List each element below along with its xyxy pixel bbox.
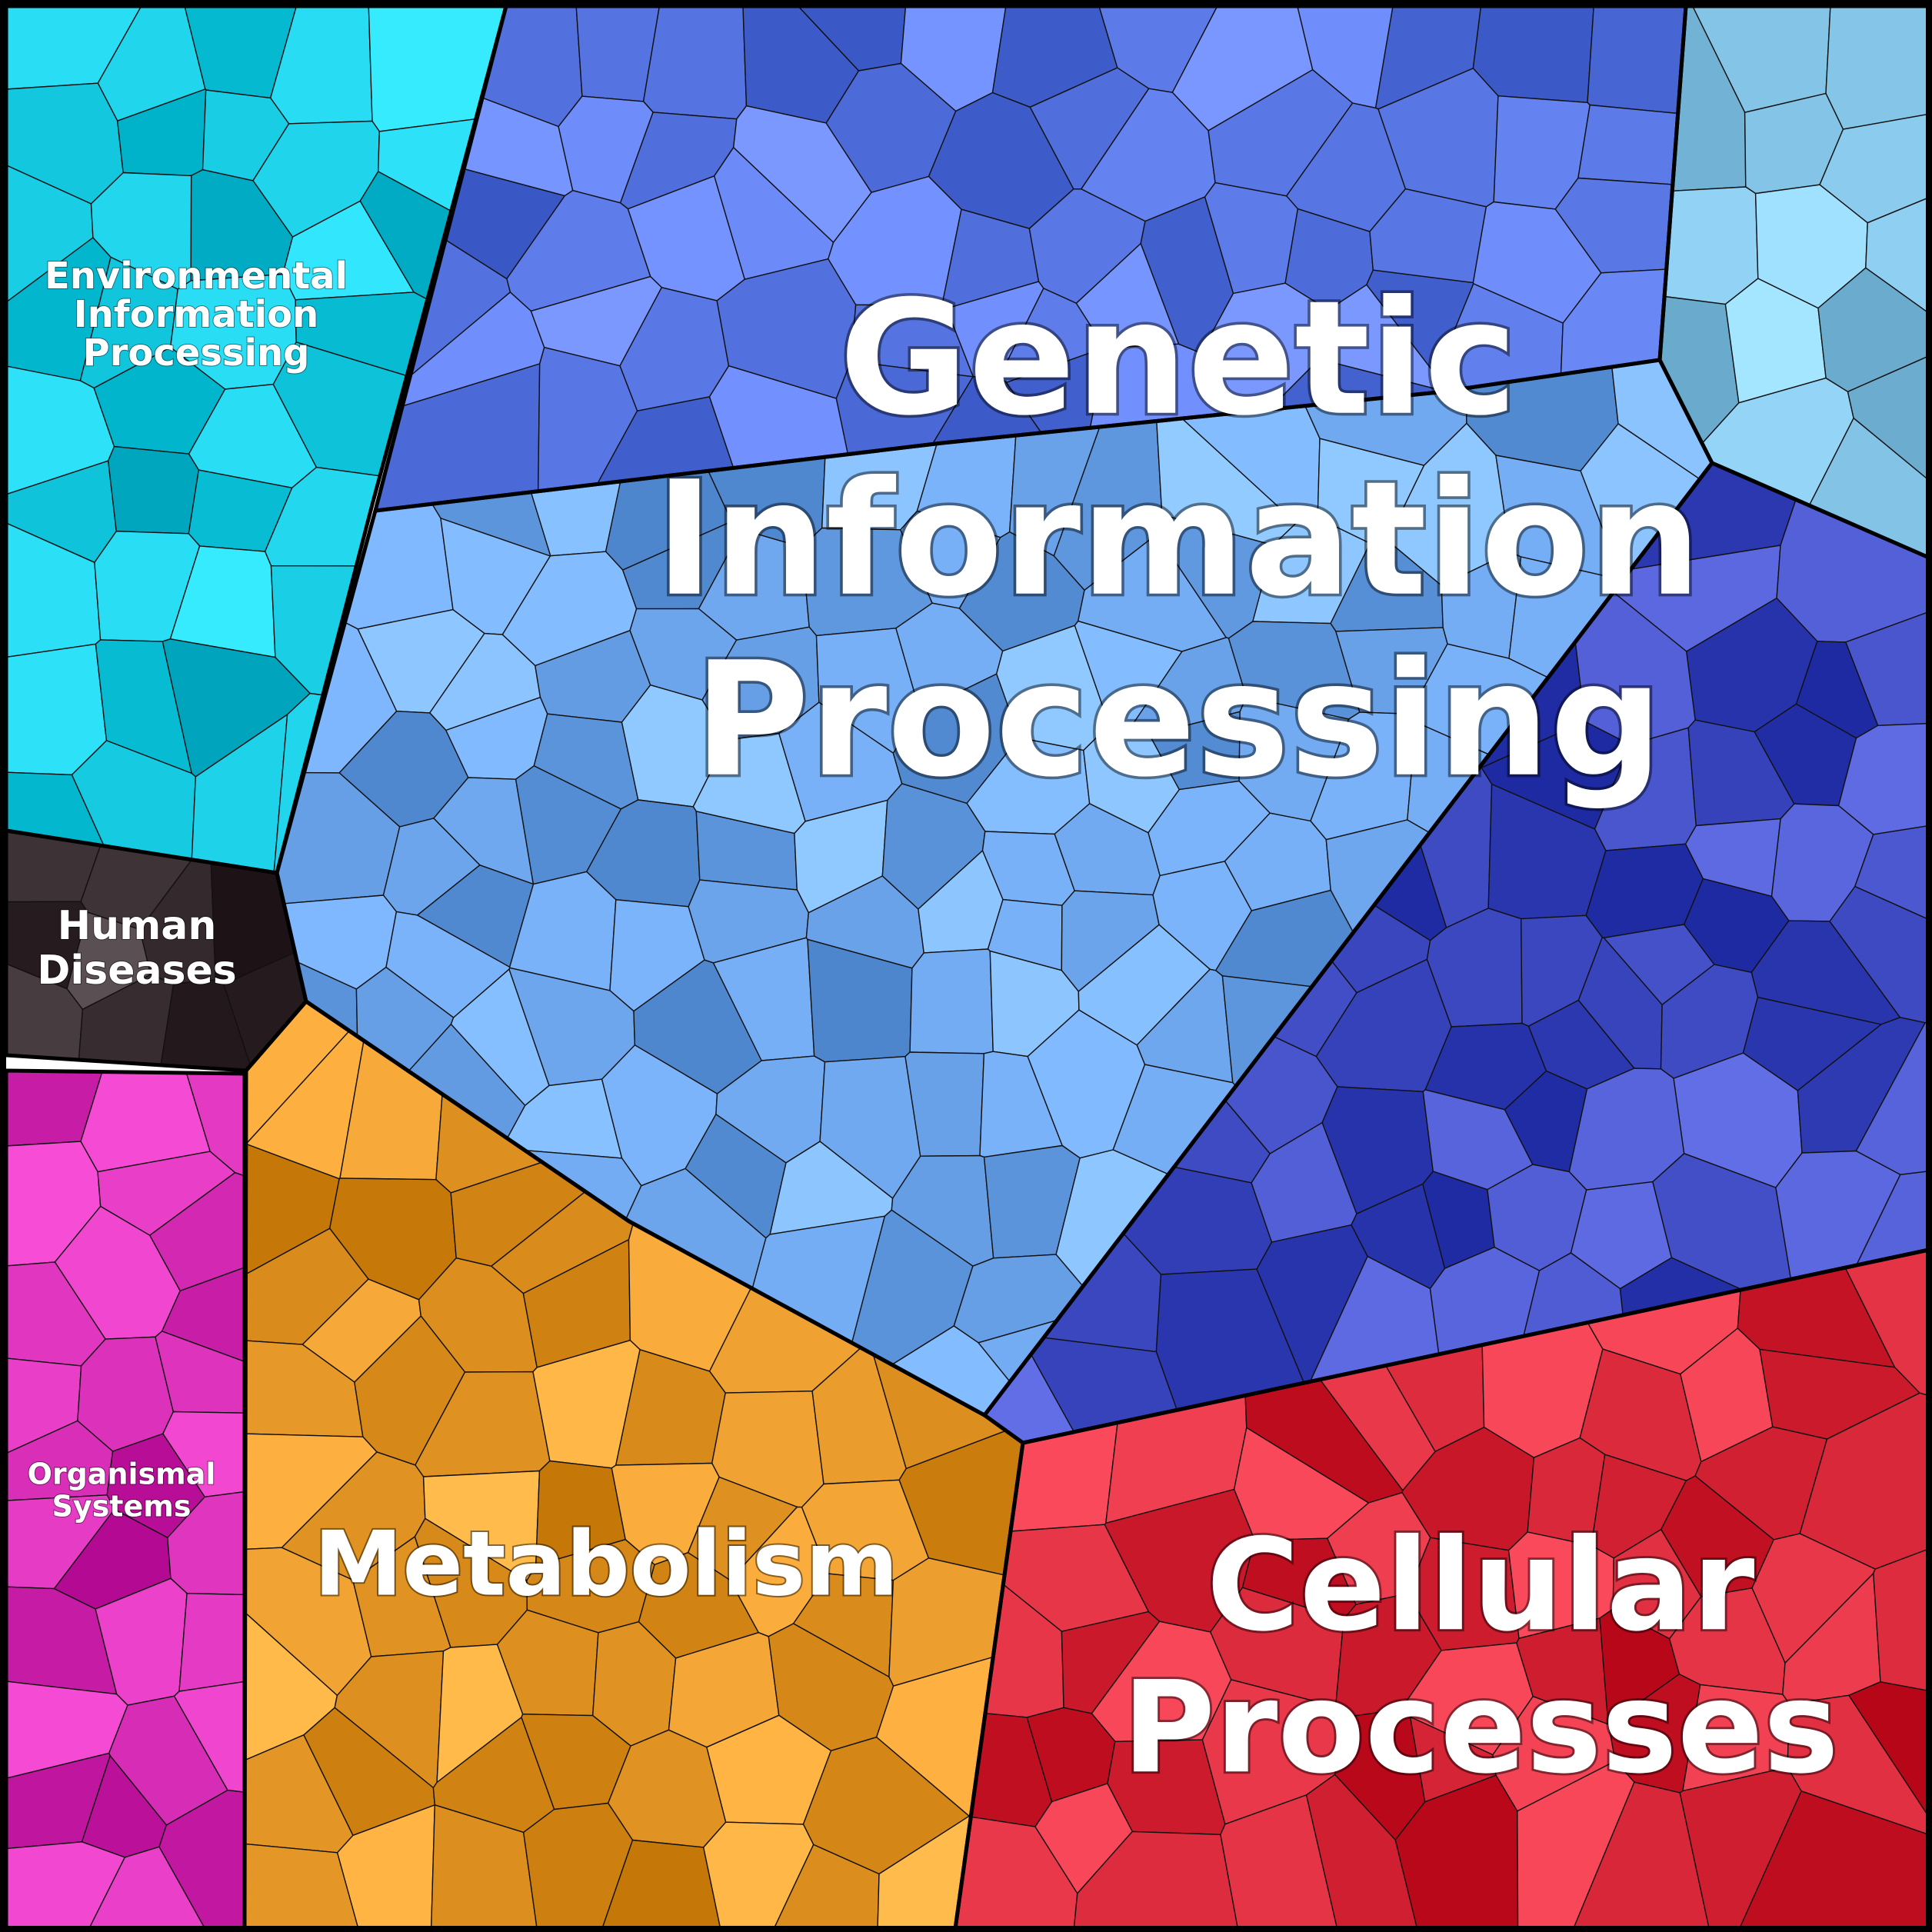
lightblue-cell bbox=[1664, 186, 1759, 305]
gip-label-line: Genetic bbox=[839, 268, 1517, 451]
hd-label-line: Diseases bbox=[37, 948, 236, 994]
os-cell bbox=[178, 1592, 245, 1692]
blue_top-cell bbox=[1577, 104, 1679, 185]
hd-label-line: Human bbox=[58, 903, 217, 949]
blue_top-cell bbox=[642, 5, 748, 120]
cp-label-line: Processes bbox=[1122, 1654, 1839, 1801]
met-label-line: Metabolism bbox=[314, 1513, 898, 1617]
os-label-line: Organismal bbox=[28, 1457, 216, 1491]
gip-label-line: Processing bbox=[694, 629, 1663, 812]
os-label-line: Systems bbox=[52, 1489, 192, 1523]
eip-cell bbox=[107, 445, 199, 535]
lightblue-cell bbox=[1825, 5, 1930, 130]
blue_top-cell bbox=[1587, 5, 1687, 115]
gip-label-line: Information bbox=[655, 448, 1701, 631]
eip-label-line: Processing bbox=[83, 331, 310, 375]
met-label: Metabolism bbox=[314, 1513, 898, 1617]
eip-label-line: Information bbox=[74, 293, 319, 336]
gip-cell bbox=[909, 948, 994, 1054]
cells-layer bbox=[5, 5, 1930, 1930]
cp-cell bbox=[1873, 1548, 1930, 1692]
cp-label-line: Cellular bbox=[1207, 1511, 1755, 1659]
eip-label-line: Environmental bbox=[45, 255, 348, 298]
